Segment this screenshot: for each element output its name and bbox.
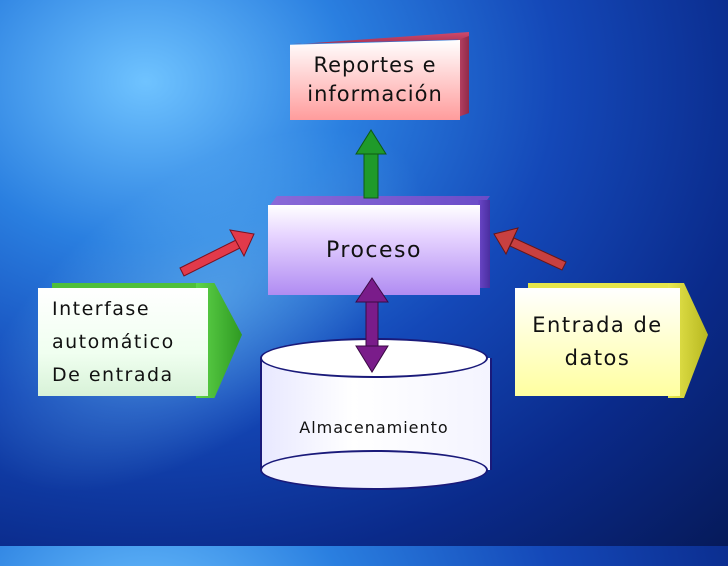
entrada-label: Entrada de datos — [532, 313, 663, 370]
storage-cylinder-bottom — [260, 450, 488, 490]
up-arrow — [355, 129, 387, 199]
reportes-label: Reportes e información — [307, 53, 443, 106]
proceso-almacenamiento-bidirectional-arrow — [355, 277, 389, 373]
proceso-label: Proceso — [326, 237, 422, 263]
interfase-label: Interfase automático De entrada — [52, 297, 175, 386]
interfase-to-proceso-arrow — [179, 229, 255, 277]
proceso-box: Proceso — [268, 205, 480, 295]
entrada-box: Entrada de datos — [515, 288, 680, 396]
almacenamiento-label: Almacenamiento — [299, 418, 449, 437]
arrows-layer — [179, 129, 567, 373]
proceso-box-side-face — [478, 200, 490, 288]
entrada-to-proceso-arrow — [493, 227, 567, 271]
interfase-box: Interfase automático De entrada — [38, 288, 208, 396]
reportes-box: Reportes e información — [290, 40, 460, 120]
